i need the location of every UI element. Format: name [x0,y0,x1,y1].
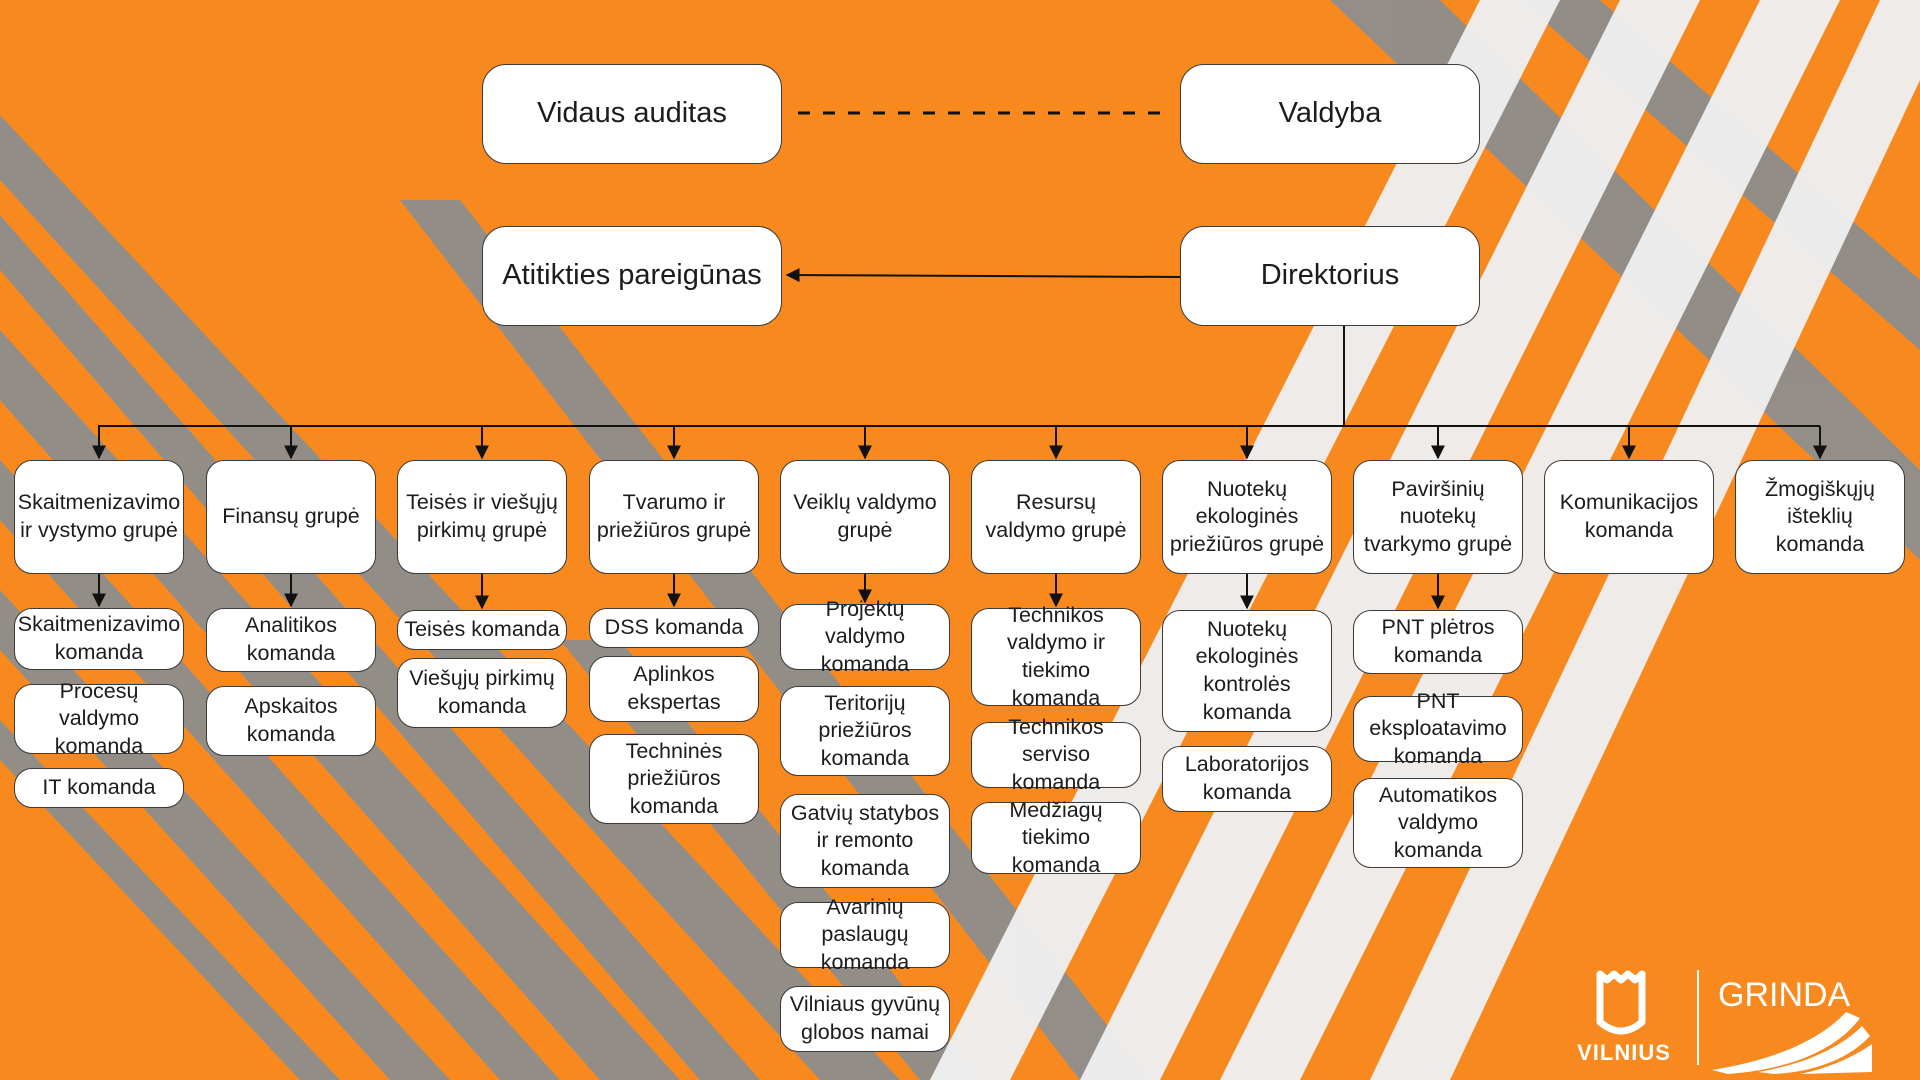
internal-audit-label: Vidaus auditas [537,97,727,130]
compliance-officer-label: Atitikties pareigūnas [502,259,762,292]
team-box: Technikos serviso komanda [971,715,1141,794]
team-drop-arrows [92,574,1445,610]
team-box: PNT eksploatavimo komanda [1353,689,1523,768]
group-box: Finansų grupė [206,460,376,574]
team-label: Laboratorijos komanda [1184,752,1310,804]
team-label: PNT plėtros komanda [1381,615,1495,667]
team-label: Aplinkos ekspertas [627,662,721,714]
team-box: DSS komanda [589,608,759,648]
group-label: Teisės ir viešųjų pirkimų grupė [406,490,558,542]
director-box: Direktorius [1180,226,1480,326]
group-label: Veiklų valdymo grupė [793,490,937,542]
team-box: PNT plėtros komanda [1353,610,1523,674]
team-label: Medžiagų tiekimo komanda [1009,797,1103,877]
team-label: Avarinių paslaugų komanda [820,894,910,974]
group-label: Paviršinių nuotekų tvarkymo grupė [1363,476,1513,556]
vilnius-castle-icon [1596,970,1646,1035]
director-compliance-arrow [785,268,1181,283]
team-box: Analitikos komanda [206,608,376,672]
group-label: Nuotekų ekologinės priežiūros grupė [1169,476,1325,556]
team-box: Skaitmenizavimo komanda [14,608,184,670]
team-label: Automatikos valdymo komanda [1378,782,1498,862]
team-box: Procesų valdymo komanda [14,679,184,758]
team-box: Techninės priežiūros komanda [589,734,759,824]
team-label: Apskaitos komanda [244,694,338,746]
group-box: Skaitmenizavimo ir vystymo grupė [14,460,184,574]
team-box: Teisės komanda [397,610,567,650]
team-label: Teisės komanda [404,617,560,642]
team-label: Vilniaus gyvūnų globos namai [789,992,941,1044]
group-label: Žmogiškųjų išteklių komanda [1765,476,1875,556]
group-box: Teisės ir viešųjų pirkimų grupė [397,460,567,574]
compliance-officer-box: Atitikties pareigūnas [482,226,782,326]
group-label: Komunikacijos komanda [1559,490,1699,542]
group-label: Tvarumo ir priežiūros grupė [596,490,752,542]
team-label: Analitikos komanda [244,613,337,665]
team-label: IT komanda [42,775,156,800]
team-label: Technikos valdymo ir tiekimo komanda [1007,602,1105,710]
team-box: Aplinkos ekspertas [589,656,759,722]
team-box: Vilniaus gyvūnų globos namai [780,986,950,1052]
team-label: Gatvių statybos ir remonto komanda [790,800,940,880]
group-box: Tvarumo ir priežiūros grupė [589,460,759,574]
team-box: Medžiagų tiekimo komanda [971,798,1141,877]
team-box: Apskaitos komanda [206,686,376,756]
team-box: Nuotekų ekologinės kontrolės komanda [1162,610,1332,732]
board-label: Valdyba [1278,97,1382,130]
group-box: Žmogiškųjų išteklių komanda [1735,460,1905,574]
group-box: Komunikacijos komanda [1544,460,1714,574]
team-box: Technikos valdymo ir tiekimo komanda [971,603,1141,710]
group-box: Paviršinių nuotekų tvarkymo grupė [1353,460,1523,574]
team-box: Laboratorijos komanda [1162,746,1332,812]
group-box: Nuotekų ekologinės priežiūros grupė [1162,460,1332,574]
group-label: Skaitmenizavimo ir vystymo grupė [17,490,181,542]
team-box: Avarinių paslaugų komanda [780,895,950,974]
team-box: Projektų valdymo komanda [780,597,950,676]
vilnius-logo-text: VILNIUS [1577,1040,1671,1065]
director-label: Direktorius [1260,259,1400,292]
team-label: DSS komanda [604,615,744,640]
grinda-logo-text: GRINDA [1718,976,1851,1014]
team-box: Teritorijų priežiūros komanda [780,686,950,776]
team-box: IT komanda [14,768,184,808]
team-label: Techninės priežiūros komanda [625,738,723,818]
group-box: Veiklų valdymo grupė [780,460,950,574]
group-drop-arrows [92,426,1827,460]
group-label: Finansų grupė [222,504,360,529]
team-label: Technikos serviso komanda [1008,714,1104,794]
internal-audit-box: Vidaus auditas [482,64,782,164]
team-label: Viešųjų pirkimų komanda [409,666,555,718]
board-box: Valdyba [1180,64,1480,164]
group-box: Resursų valdymo grupė [971,460,1141,574]
grinda-road-icon [1712,1012,1872,1074]
team-label: Procesų valdymo komanda [54,678,144,758]
team-label: Projektų valdymo komanda [820,596,910,676]
team-box: Viešųjų pirkimų komanda [397,658,567,728]
team-box: Gatvių statybos ir remonto komanda [780,794,950,888]
vilnius-grinda-logo: VILNIUS GRINDA [1577,970,1872,1074]
team-label: PNT eksploatavimo komanda [1369,688,1507,768]
group-label: Resursų valdymo grupė [985,490,1127,542]
team-label: Skaitmenizavimo komanda [17,612,181,664]
team-box: Automatikos valdymo komanda [1353,778,1523,868]
team-label: Nuotekų ekologinės kontrolės komanda [1195,616,1299,724]
team-label: Teritorijų priežiūros komanda [818,690,912,770]
